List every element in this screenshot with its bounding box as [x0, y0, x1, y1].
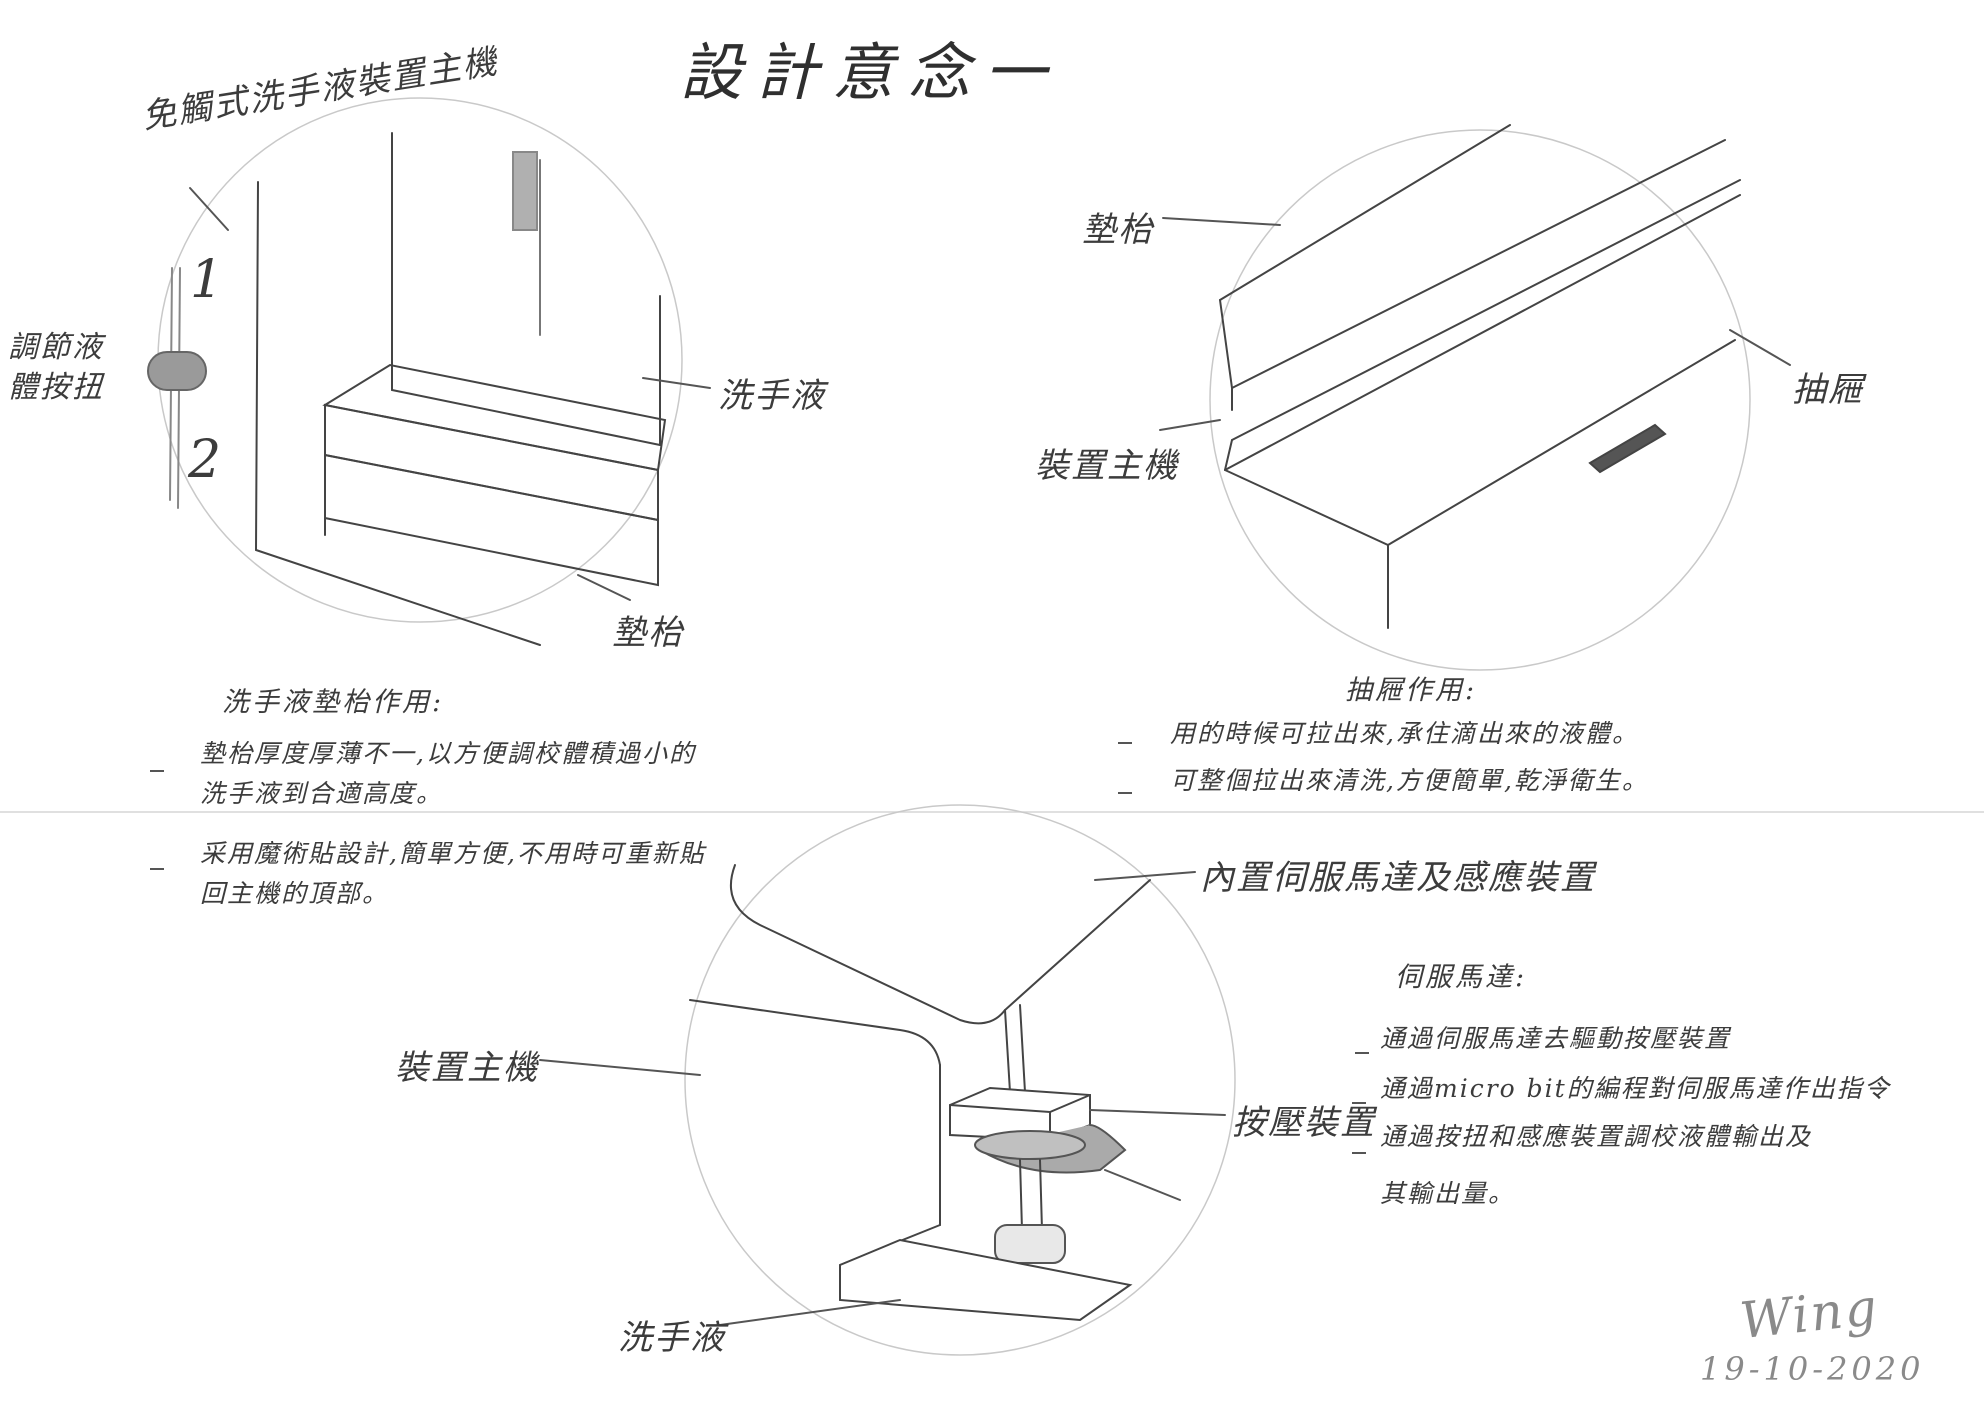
pad-note-1-line2: 洗手液到合適高度。 [200, 779, 444, 808]
knob-shape [147, 351, 207, 391]
servo-note-1: 通過伺服馬達去驅動按壓裝置 [1380, 1024, 1732, 1053]
top-left-circle [157, 97, 683, 623]
bullet-dash [1118, 742, 1132, 744]
bullet-dash [150, 770, 164, 772]
servo-note-2: 通過micro bit的編程對伺服馬達作出指令 [1380, 1074, 1891, 1103]
signature-date: 19-10-2020 [1700, 1350, 1925, 1388]
pad-note-2-line1: 采用魔術貼設計,簡單方便,不用時可重新貼 [200, 839, 706, 868]
drawer-notes-heading: 抽屜作用: [1345, 675, 1478, 706]
press-label: 按壓裝置 [1232, 1103, 1376, 1143]
liquid-label-top: 洗手液 [718, 376, 826, 416]
bullet-dash [1352, 1102, 1366, 1104]
pad-note-2-line2: 回主機的頂部。 [200, 879, 390, 908]
liquid-label-bottom: 洗手液 [618, 1318, 726, 1358]
bottom-circle [684, 804, 1236, 1356]
host-label-right: 裝置主機 [1035, 446, 1179, 486]
servo-notes-heading: 伺服馬達: [1395, 962, 1528, 993]
bottle-label-shade [512, 151, 538, 231]
top-right-circle [1209, 129, 1751, 671]
drawer-note-1: 用的時候可拉出來,承住滴出來的液體。 [1170, 719, 1639, 748]
bottom-sketch [539, 804, 1236, 1356]
drawer-handle-shape [1588, 423, 1667, 474]
top-left-sketch [147, 97, 711, 646]
pad-label-right: 墊枱 [1082, 210, 1154, 250]
knob-label-line2: 體按扭 [8, 370, 104, 405]
servo-label: 內置伺服馬達及感應裝置 [1200, 858, 1596, 898]
bullet-dash [1118, 792, 1132, 794]
level-number-1: 1 [190, 250, 226, 310]
host-label-bottom: 裝置主機 [395, 1048, 539, 1088]
servo-note-3-line2: 其輸出量。 [1380, 1179, 1516, 1208]
pad-label-left: 墊枱 [612, 613, 684, 653]
bullet-dash [1355, 1052, 1369, 1054]
bullet-dash [1352, 1152, 1366, 1154]
servo-note-3-line1: 通過按扭和感應裝置調校液體輸出及 [1380, 1122, 1813, 1151]
level-number-2: 2 [188, 430, 224, 490]
knob-label-line1: 調節液 [8, 330, 104, 365]
pad-notes-heading: 洗手液墊枱作用: [222, 687, 445, 718]
top-right-sketch [1159, 124, 1791, 671]
drawer-label: 抽屜 [1792, 370, 1864, 410]
page-title: 設計意念一 [680, 36, 1061, 109]
bullet-dash [150, 868, 164, 870]
drawer-note-2: 可整個拉出來清洗,方便簡單,乾淨衛生。 [1170, 766, 1649, 795]
pad-note-1-line1: 墊枱厚度厚薄不一,以方便調校體積過小的 [200, 739, 696, 768]
